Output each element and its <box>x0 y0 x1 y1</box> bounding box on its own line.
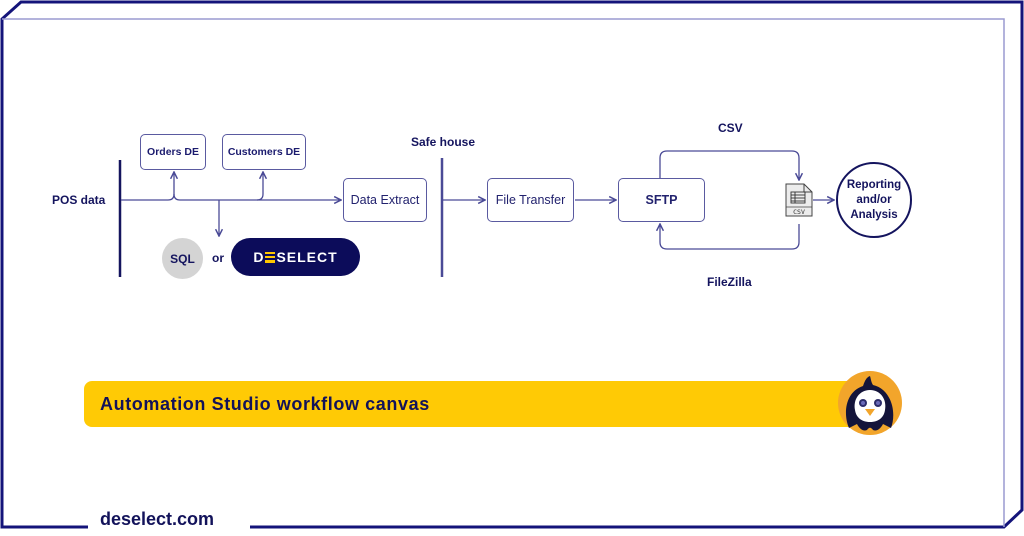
sql-badge: SQL <box>162 238 203 279</box>
pos-flow-line <box>121 172 174 201</box>
footer-site-url[interactable]: deselect.com <box>100 509 215 529</box>
deselect-logo: D SELECT <box>231 238 360 276</box>
penguin-mascot-icon <box>838 371 902 435</box>
file-transfer-label: File Transfer <box>495 193 566 207</box>
caption-banner-title: Automation Studio workflow canvas <box>100 394 430 414</box>
flow-to-customers <box>256 172 263 201</box>
deselect-logo-suffix: SELECT <box>276 249 338 265</box>
reporting-line-2: and/or <box>856 193 892 206</box>
reporting-analysis-node[interactable]: Reporting and/or Analysis <box>836 162 912 238</box>
orders-de-label: Orders DE <box>147 146 199 158</box>
frame-outer-bottom-left <box>0 500 88 529</box>
frame-inner-edges <box>2 18 1005 527</box>
loop-bottom-filezilla <box>660 224 800 250</box>
deselect-logo-prefix: D <box>253 249 265 265</box>
loop-bottom-label: FileZilla <box>707 275 752 289</box>
reporting-line-1: Reporting <box>846 178 902 191</box>
data-extract-box[interactable]: Data Extract <box>343 178 427 222</box>
file-transfer-box[interactable]: File Transfer <box>487 178 574 222</box>
data-extract-label: Data Extract <box>350 193 420 207</box>
pos-data-label: POS data <box>52 193 106 207</box>
or-label: or <box>212 251 224 265</box>
safe-house-label: Safe house <box>411 135 476 149</box>
loop-top-label: CSV <box>718 121 743 135</box>
csv-file-icon: CSV <box>785 183 813 217</box>
caption-banner <box>84 381 884 427</box>
flow-to-extract <box>173 193 341 200</box>
sql-label: SQL <box>170 251 195 266</box>
loop-top-csv <box>659 150 799 180</box>
deselect-logo-e-bars-icon <box>265 251 276 263</box>
customers-de-box[interactable]: Customers DE <box>222 134 306 170</box>
sftp-box[interactable]: SFTP <box>618 178 705 222</box>
customers-de-label: Customers DE <box>227 146 301 158</box>
reporting-line-3: Analysis <box>850 208 898 221</box>
orders-de-box[interactable]: Orders DE <box>140 134 206 170</box>
csv-file-label: CSV <box>793 208 805 216</box>
sftp-label: SFTP <box>645 193 678 207</box>
